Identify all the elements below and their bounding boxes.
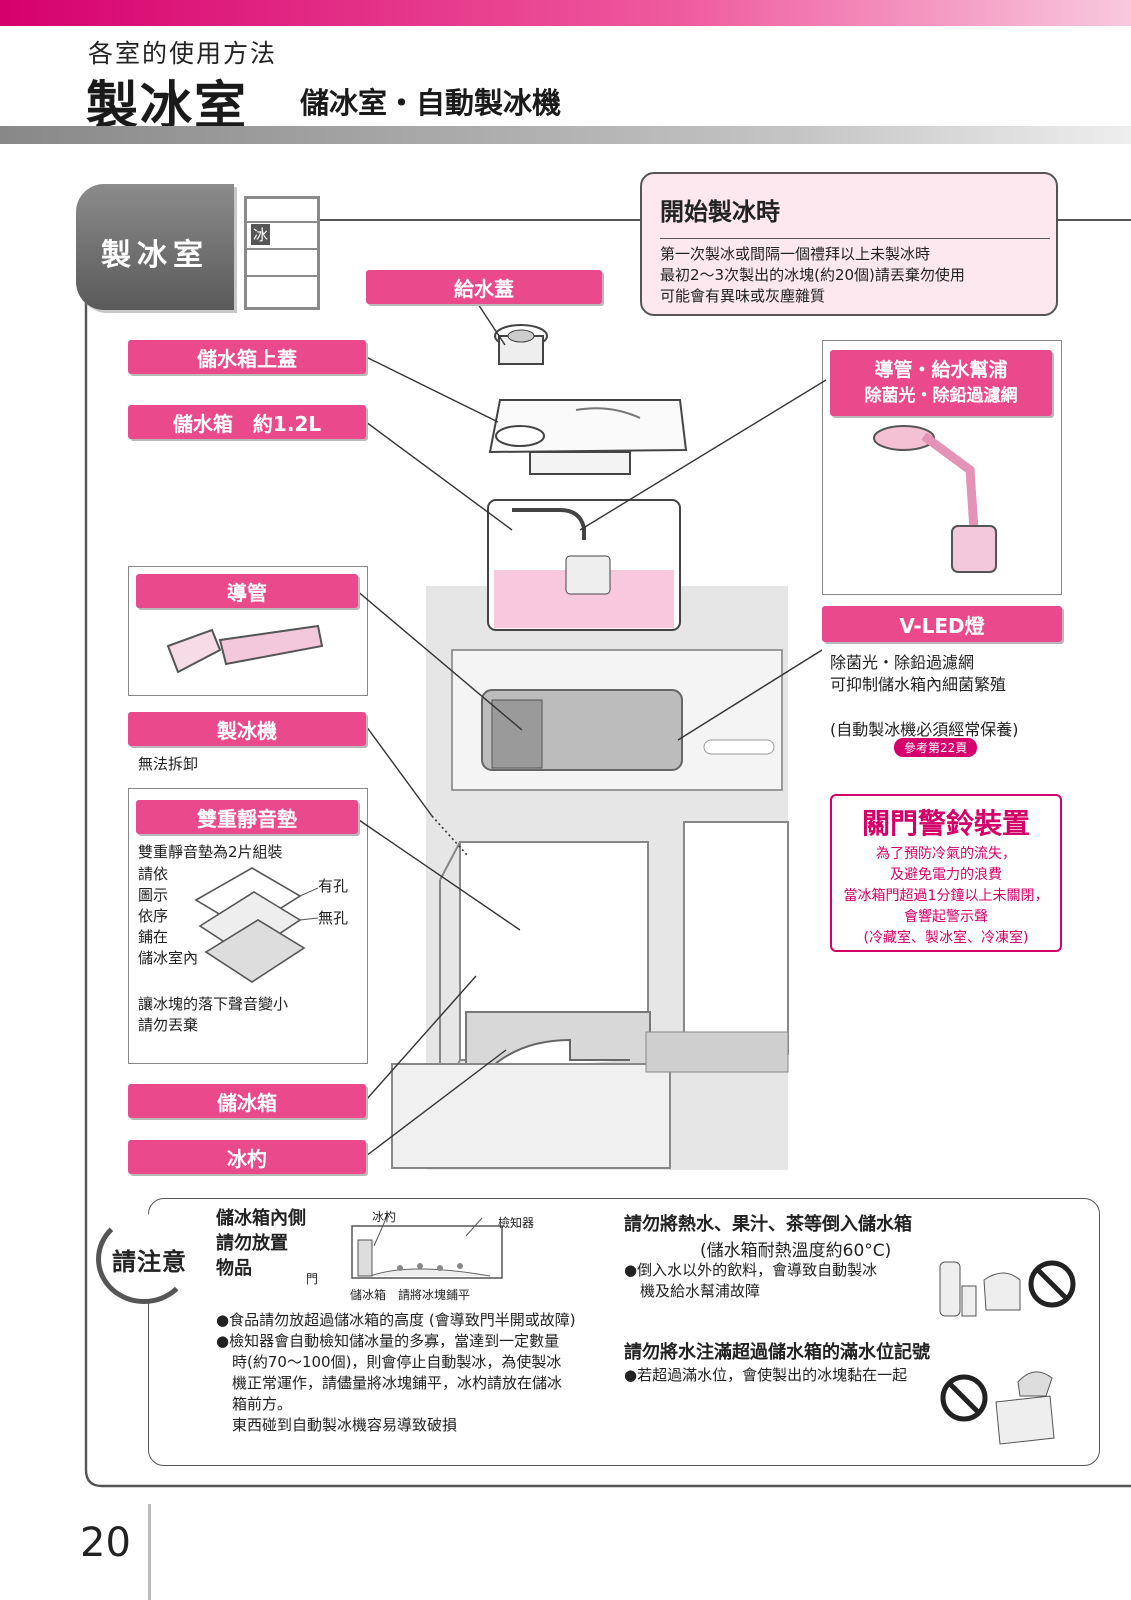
page-number: 20 — [80, 1520, 131, 1566]
pad-intro: 雙重靜音墊為2片組裝 — [138, 843, 283, 861]
label-vled: V-LED燈 — [822, 606, 1062, 642]
pad-with-holes: 有孔 — [318, 877, 349, 895]
door-alarm-box: 關門警鈴裝置 為了預防冷氣的流失， 及避免電力的浪費 當冰箱門超過1分鐘以上未關… — [830, 794, 1062, 952]
caution-badge: 請注意 — [112, 1248, 187, 1276]
page-subtitle: 各室的使用方法 — [88, 39, 278, 68]
label-ice-bin: 儲冰箱 — [128, 1084, 366, 1118]
drinks-prohibited-icon — [939, 1260, 1076, 1317]
diagram-caption: 儲冰箱 請將冰塊鋪平 — [350, 1288, 471, 1302]
label-water-tank: 儲水箱 約1.2L — [128, 405, 366, 439]
label-ice-scoop: 冰杓 — [128, 1140, 366, 1174]
vled-description: 除菌光・除鉛過濾網 可抑制儲水箱內細菌繁殖 — [830, 653, 1007, 694]
pad-no-holes: 無孔 — [318, 909, 349, 927]
header-gray-bar — [0, 126, 1131, 144]
door-alarm-text: 為了預防冷氣的流失， 及避免電力的浪費 當冰箱門超過1分鐘以上未關閉， 會響起警… — [843, 846, 1049, 946]
start-box-title: 開始製冰時 — [660, 198, 780, 226]
compartment-mark: 冰 — [251, 224, 271, 245]
label-pipe: 導管 — [136, 574, 358, 608]
label-tank-lid: 儲水箱上蓋 — [128, 340, 366, 374]
page-reference-link[interactable]: 參考第22頁 — [894, 738, 978, 757]
top-color-band — [0, 0, 1131, 26]
caution-bullets: ●食品請勿放超過儲冰箱的高度 (會導致門半開或故障) ●檢知器會自動檢知儲冰量的… — [216, 1311, 576, 1434]
caution-panel — [148, 1198, 1100, 1466]
diagram-detector-label: 檢知器 — [498, 1216, 535, 1230]
caution-overfill-title: 請勿將水注滿超過儲水箱的滿水位記號 — [624, 1342, 930, 1363]
vled-maintenance: (自動製冰機必須經常保養) — [830, 720, 1019, 739]
page-number-divider — [148, 1504, 151, 1600]
ice-bin-diagram — [351, 1213, 503, 1279]
start-ice-making-box: 開始製冰時 第一次製冰或間隔一個禮拜以上未製冰時 最初2〜3次製出的冰塊(約20… — [640, 172, 1058, 316]
overfill-prohibited-icon — [940, 1371, 1055, 1445]
section-tab-label: 製冰室 — [101, 238, 209, 273]
label-silent-pad: 雙重靜音墊 — [136, 800, 358, 834]
fridge-icon: 冰 — [244, 196, 320, 310]
caution-left-heading: 儲冰箱內側 請勿放置 物品 — [216, 1208, 306, 1279]
caution-hot-water-title: 請勿將熱水、果汁、茶等倒入儲水箱 — [624, 1214, 912, 1235]
caution-heat-limit: (儲水箱耐熱溫度約60°C) — [700, 1241, 892, 1261]
diagram-door-label: 門 — [306, 1272, 319, 1286]
door-alarm-title: 關門警鈴裝置 — [861, 807, 1030, 840]
label-water-cover: 給水蓋 — [366, 270, 602, 304]
caution-overfill-text: ●若超過滿水位，會使製出的冰塊黏在一起 — [624, 1366, 908, 1384]
label-ice-maker: 製冰機 — [128, 712, 366, 746]
section-tab: 製冰室 — [76, 184, 234, 310]
pad-instructions: 請依 圖示 依序 鋪在 儲冰室內 — [138, 865, 199, 967]
diagram-scoop-label: 冰杓 — [372, 1210, 397, 1224]
caution-hot-water-text: ●倒入水以外的飲料，會導致自動製冰 機及給水幫浦故障 — [624, 1261, 878, 1300]
start-box-text: 第一次製冰或間隔一個禮拜以上未製冰時 最初2〜3次製出的冰塊(約20個)請丟棄勿… — [660, 245, 965, 305]
pad-footer: 讓冰塊的落下聲音變小 請勿丟棄 — [138, 995, 289, 1034]
label-pipe-pump: 導管・給水幫浦 除菌光・除鉛過濾網 — [830, 350, 1052, 416]
section-title: 儲冰室・自動製冰機 — [300, 86, 562, 120]
ice-maker-note: 無法拆卸 — [138, 755, 199, 773]
caution-badge-ring — [96, 1214, 192, 1304]
